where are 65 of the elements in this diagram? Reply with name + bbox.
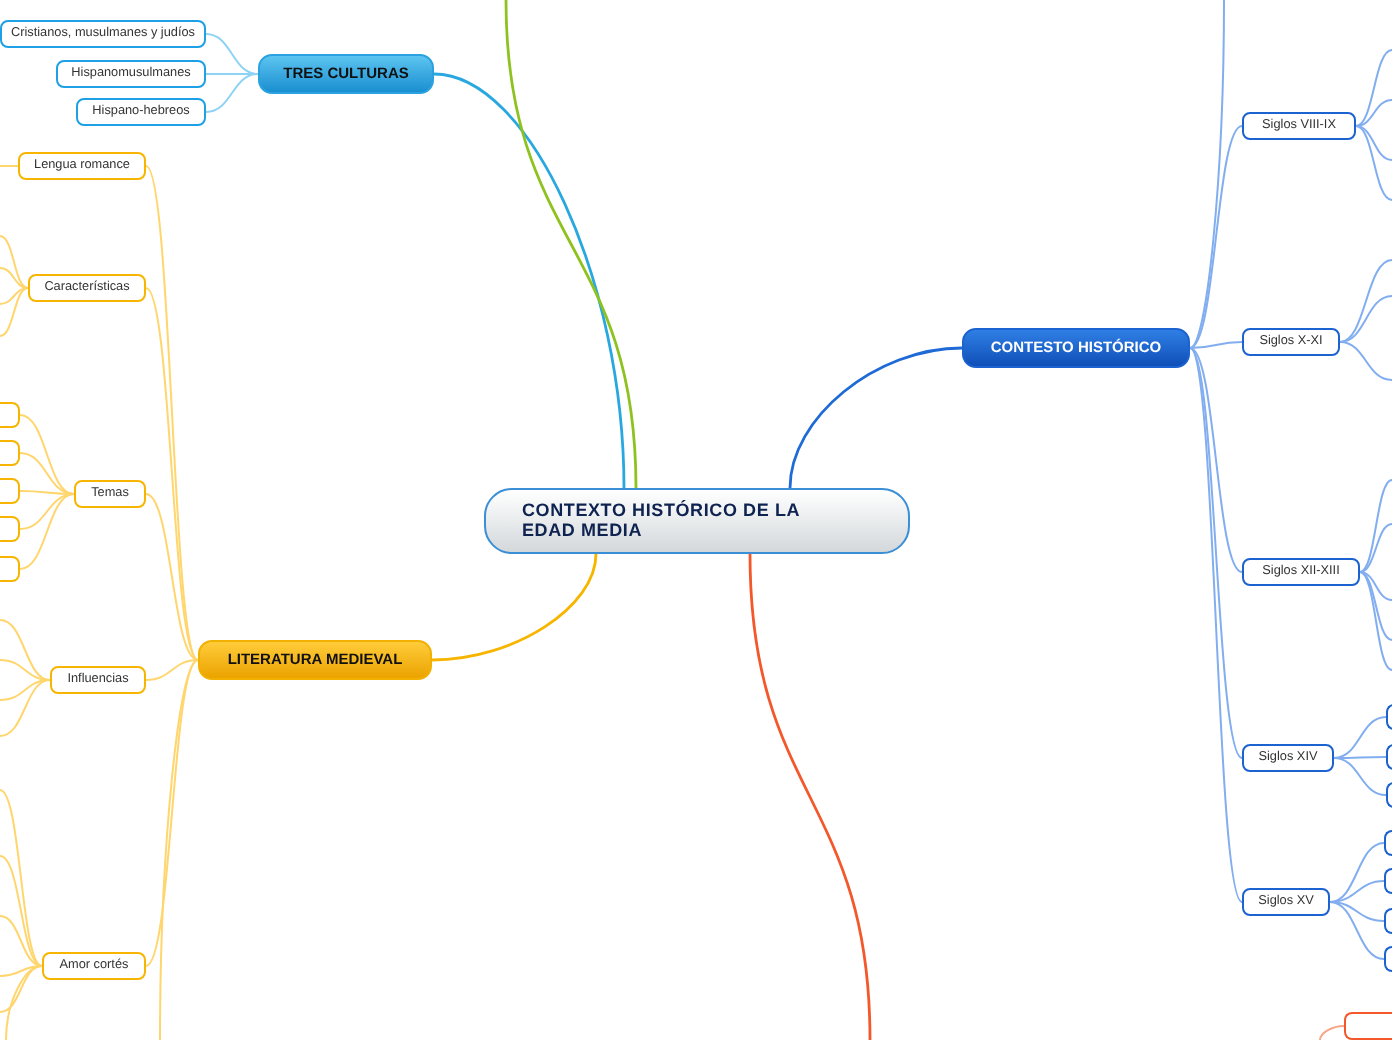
branch-line [1319, 1025, 1345, 1040]
branch-line [431, 553, 598, 662]
branch-line [19, 414, 75, 495]
branch-line [205, 73, 259, 113]
branch-line [1329, 842, 1385, 903]
branch-line [1189, 341, 1243, 349]
branch-line [0, 267, 29, 289]
central-topic: CONTEXTO HISTÓRICO DE LA EDAD MEDIA [484, 488, 910, 554]
branch-line [19, 452, 75, 495]
branch-line [5, 965, 43, 1040]
branch-line [1189, 347, 1243, 759]
subtopic-box [1344, 1012, 1392, 1040]
branch-line [159, 659, 199, 1040]
branch-line [0, 679, 51, 737]
branch-line [1329, 901, 1385, 960]
branch-line [145, 659, 199, 967]
branch-line [1355, 99, 1392, 127]
branch-line [0, 165, 19, 167]
branch-line [748, 553, 872, 1040]
branch-line [1355, 49, 1392, 127]
branch-line [0, 287, 29, 305]
branch-line [19, 493, 75, 530]
subtopic-box [0, 402, 20, 428]
branch-line [1189, 0, 1225, 349]
branch-line [504, 0, 638, 489]
subtopic-box [0, 516, 20, 542]
branch-line [1333, 757, 1387, 796]
branch-line [145, 659, 199, 681]
subtopic-box [0, 556, 20, 582]
branch-line [1359, 523, 1392, 573]
branch-line [0, 789, 43, 967]
branch-line [0, 965, 43, 977]
branch-line [145, 493, 199, 661]
branch-line [1359, 571, 1392, 601]
branch-line [1339, 341, 1392, 381]
branch-line [1333, 716, 1387, 759]
branch-line [1339, 259, 1392, 343]
branch-line [1189, 347, 1243, 573]
branch-line [433, 72, 626, 489]
branch-line [1359, 479, 1392, 573]
branch-line [145, 165, 199, 661]
subtopic-box [0, 440, 20, 466]
branch-line [1355, 125, 1392, 201]
branch-line [205, 33, 259, 75]
branch-line [205, 73, 259, 75]
branch-line [19, 490, 75, 495]
branch-line [788, 346, 963, 489]
branch-line [0, 235, 29, 289]
branch-line [0, 915, 43, 967]
branch-line [0, 679, 51, 701]
branch-line [1189, 125, 1243, 349]
branch-line [19, 493, 75, 570]
branch-line [1359, 571, 1392, 671]
branch-line [1329, 901, 1385, 922]
branch-line [1333, 756, 1387, 759]
branch-line [1355, 125, 1392, 161]
branch-line [1339, 295, 1392, 343]
branch-line [0, 619, 51, 681]
branch-line [145, 287, 199, 661]
branch-line [0, 965, 43, 1013]
subtopic-box [0, 478, 20, 504]
branch-line [1359, 571, 1392, 641]
branch-line [1189, 347, 1243, 903]
branch-line [0, 287, 29, 337]
branch-line [0, 855, 43, 967]
